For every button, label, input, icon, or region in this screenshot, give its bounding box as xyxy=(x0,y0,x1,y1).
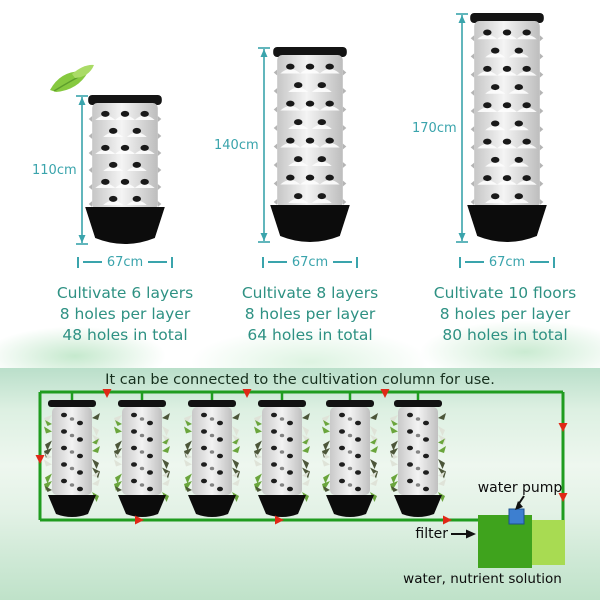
width-measure-large: 67cm xyxy=(459,254,556,270)
measure-tick xyxy=(553,256,556,268)
water-pump-label: water pump xyxy=(477,480,563,496)
width-measure-small: 67cm xyxy=(77,254,174,270)
measure-tick xyxy=(459,256,461,268)
desc-line: 8 holes per layer xyxy=(439,305,571,323)
measure-line xyxy=(465,261,484,263)
tower-description-small: Cultivate 6 layers 8 holes per layer 48 … xyxy=(35,283,215,346)
height-label-small: 110cm xyxy=(32,162,77,178)
measure-line xyxy=(530,261,550,263)
height-measure-medium: 140cm xyxy=(214,47,271,243)
connection-diagram-section: It can be connected to the cultivation c… xyxy=(0,368,600,600)
width-measure-medium: 67cm xyxy=(262,254,359,270)
tower-description-large: Cultivate 10 floors 8 holes per layer 80… xyxy=(415,283,595,346)
height-label-medium: 140cm xyxy=(214,137,259,153)
measure-tick xyxy=(356,256,359,268)
measure-line xyxy=(268,261,287,263)
height-arrow-small xyxy=(76,95,88,245)
desc-line: 8 holes per layer xyxy=(59,305,191,323)
desc-line: 48 holes in total xyxy=(62,326,188,344)
desc-line: Cultivate 6 layers xyxy=(56,284,194,302)
height-arrow-medium xyxy=(258,47,270,243)
cultivation-tower-large xyxy=(467,13,547,247)
desc-line: 64 holes in total xyxy=(247,326,373,344)
height-arrow-large xyxy=(456,13,468,243)
measure-line xyxy=(148,261,168,263)
measure-line xyxy=(83,261,102,263)
leaf-icon xyxy=(50,64,94,92)
desc-line: Cultivate 10 floors xyxy=(433,284,577,302)
width-label-small: 67cm xyxy=(106,254,144,270)
height-label-large: 170cm xyxy=(412,120,457,136)
cultivation-tower-medium xyxy=(270,47,350,247)
cultivation-tower-small xyxy=(85,95,165,249)
desc-line: 8 holes per layer xyxy=(244,305,376,323)
width-label-large: 67cm xyxy=(488,254,526,270)
desc-line: 80 holes in total xyxy=(442,326,568,344)
nutrient-solution-label: water, nutrient solution xyxy=(403,571,562,587)
measure-tick xyxy=(262,256,264,268)
tower-description-medium: Cultivate 8 layers 8 holes per layer 64 … xyxy=(220,283,400,346)
desc-line: Cultivate 8 layers xyxy=(241,284,379,302)
measure-tick xyxy=(77,256,79,268)
measure-line xyxy=(333,261,353,263)
filter-label: filter xyxy=(415,526,448,542)
height-measure-large: 170cm xyxy=(412,13,469,243)
diagram-title: It can be connected to the cultivation c… xyxy=(105,372,495,388)
height-measure-small: 110cm xyxy=(32,95,89,245)
measure-tick xyxy=(171,256,174,268)
irrigation-circuit-diagram xyxy=(35,389,568,568)
width-label-medium: 67cm xyxy=(291,254,329,270)
